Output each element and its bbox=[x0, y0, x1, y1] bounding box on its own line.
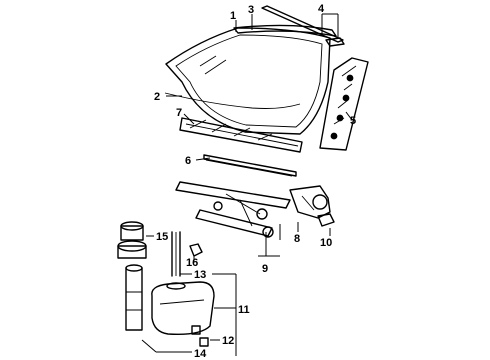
callout-15: 15 bbox=[156, 231, 168, 243]
callout-12: 12 bbox=[222, 335, 234, 347]
cowl-panel bbox=[179, 117, 303, 153]
motor-grommet bbox=[317, 213, 335, 227]
filler-tube bbox=[125, 264, 143, 331]
callout-13: 13 bbox=[194, 269, 206, 281]
callout-14: 14 bbox=[194, 348, 207, 360]
wiper-linkage bbox=[175, 181, 291, 238]
callout-5: 5 bbox=[350, 115, 356, 127]
callout-2: 2 bbox=[154, 91, 160, 103]
callout-1: 1 bbox=[230, 10, 236, 22]
reservoir-fitting bbox=[191, 325, 209, 347]
callout-4: 4 bbox=[318, 3, 325, 15]
callout-11: 11 bbox=[238, 304, 250, 316]
washer-pump-cap bbox=[117, 221, 147, 259]
side-molding-panel bbox=[319, 57, 369, 151]
wiper-motor bbox=[289, 185, 331, 219]
callout-3: 3 bbox=[248, 4, 254, 16]
callout-9: 9 bbox=[262, 263, 268, 275]
windshield-molding bbox=[164, 24, 337, 109]
wiper-arm-blade bbox=[203, 154, 297, 177]
leader-lines bbox=[141, 13, 353, 356]
callout-10: 10 bbox=[320, 237, 332, 249]
callout-16: 16 bbox=[186, 257, 198, 269]
callout-6: 6 bbox=[185, 155, 191, 167]
callout-8: 8 bbox=[294, 233, 300, 245]
washer-hose bbox=[171, 231, 181, 277]
washer-reservoir bbox=[151, 281, 215, 336]
retainer-clip bbox=[325, 37, 345, 47]
washer-nozzle bbox=[189, 243, 203, 257]
upper-molding-strip bbox=[261, 5, 344, 43]
callout-7: 7 bbox=[176, 107, 182, 119]
windshield-glass bbox=[165, 27, 331, 135]
